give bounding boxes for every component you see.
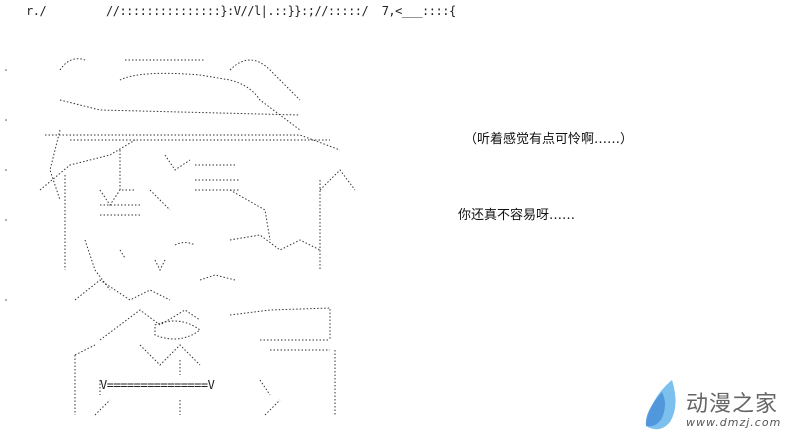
hat-left-curve — [59, 58, 86, 71]
hat-right-curve — [229, 59, 301, 101]
thought-caption: （听着感觉有点可怜啊……） — [464, 132, 634, 147]
ascii-art-character — [5, 58, 356, 416]
watermark-name: 动漫之家 — [686, 392, 779, 417]
dmzj-watermark: 动漫之家 www.dmzj.com — [640, 378, 800, 438]
ascii-top-line: //:::::::::::::::}:V//l|.::}}:;//:::::/ … — [106, 4, 456, 18]
wing-logo-icon — [645, 380, 676, 430]
speech-caption: 你还真不容易呀…… — [458, 208, 576, 223]
ascii-top-left: r./ — [26, 4, 47, 18]
ascii-equals-line: V===============V — [100, 378, 215, 392]
watermark-url: www.dmzj.com — [686, 416, 782, 429]
